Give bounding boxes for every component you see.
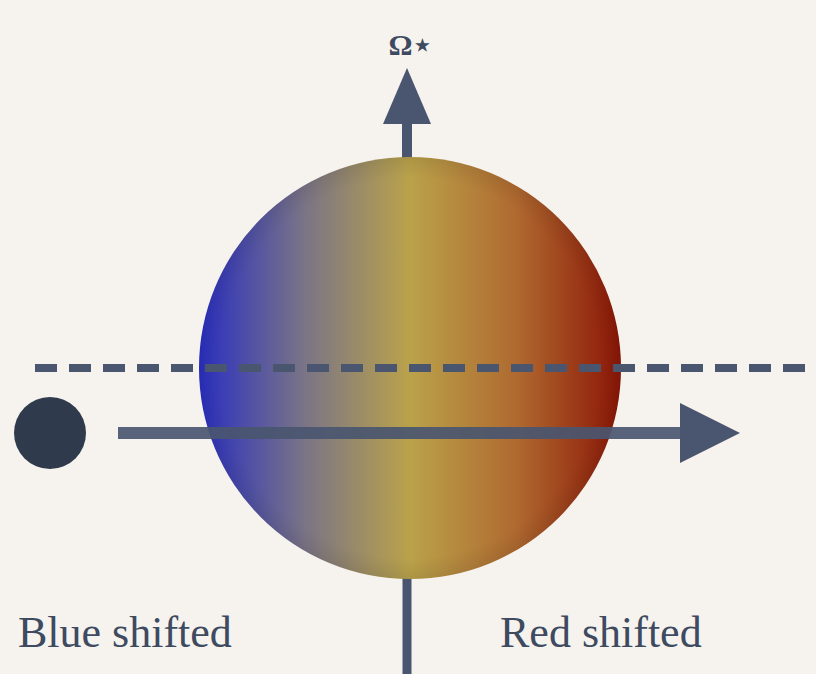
planet <box>14 397 86 469</box>
shift-label: Red shifted <box>500 611 702 655</box>
axis-arrowhead <box>383 68 431 124</box>
axis-label: Ω⋆ <box>388 30 431 60</box>
dashed-line <box>35 364 816 372</box>
shift-label: Blue shifted <box>18 611 232 655</box>
axis-line <box>403 578 412 674</box>
transit-arrowhead <box>680 403 740 463</box>
transit-arrow <box>118 427 690 439</box>
